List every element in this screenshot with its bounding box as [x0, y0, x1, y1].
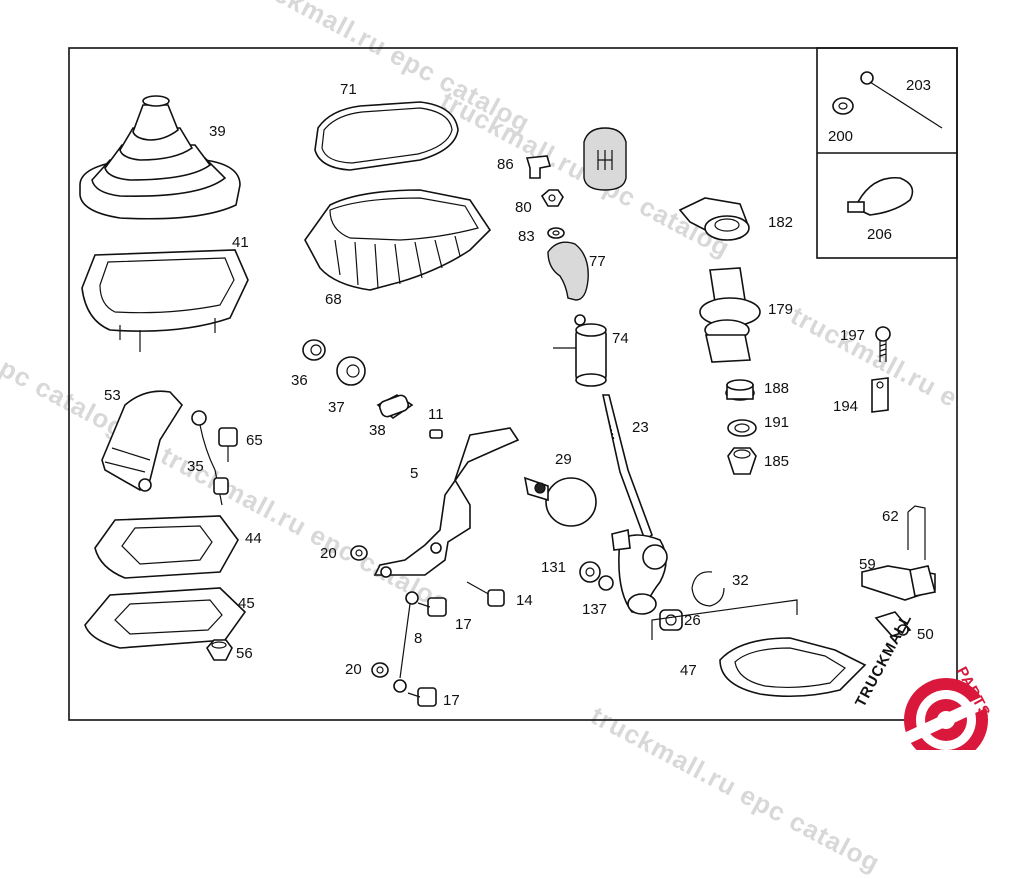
- label-20-lower: 20: [345, 661, 362, 678]
- part-32-circlip: [691, 571, 725, 607]
- part-62-bracket: [907, 505, 926, 560]
- part-26-bushing: [659, 609, 683, 631]
- part-17-bolt-upper: [417, 597, 447, 617]
- logo-gear-icon: [903, 678, 989, 750]
- part-197-screw: [875, 326, 891, 362]
- label-14: 14: [516, 592, 533, 609]
- part-39-gear-boot: [79, 95, 241, 220]
- part-8-cable: [393, 591, 419, 693]
- part-56-nut: [206, 639, 233, 661]
- label-17-lower: 17: [443, 692, 460, 709]
- part-83-washer: [547, 227, 565, 239]
- label-37: 37: [328, 399, 345, 416]
- label-62: 62: [882, 508, 899, 525]
- label-44: 44: [245, 530, 262, 547]
- part-14-bolt: [466, 581, 505, 607]
- label-59: 59: [859, 556, 876, 573]
- label-45: 45: [238, 595, 255, 612]
- part-80-nut: [540, 189, 564, 207]
- label-32: 32: [732, 572, 749, 589]
- part-68-housing: [304, 189, 492, 291]
- part-23-rod: [602, 394, 653, 542]
- label-36: 36: [291, 372, 308, 389]
- part-185-nut: [727, 447, 757, 475]
- part-206-strap: [847, 177, 914, 216]
- part-65-bolt: [218, 427, 238, 462]
- part-131-washer: [579, 561, 601, 583]
- label-41: 41: [232, 234, 249, 251]
- part-200-clip: [832, 97, 854, 115]
- part-71-seal: [314, 101, 459, 171]
- label-83: 83: [518, 228, 535, 245]
- part-191-ring: [727, 419, 757, 437]
- part-188-bushing: [725, 379, 755, 401]
- part-41-boot-frame: [81, 249, 249, 352]
- label-20-upper: 20: [320, 545, 337, 562]
- label-65: 65: [246, 432, 263, 449]
- label-200: 200: [828, 128, 854, 145]
- label-197: 197: [840, 327, 866, 344]
- part-45-plate: [84, 587, 247, 649]
- label-8: 8: [414, 630, 423, 647]
- part-38-bushing: [376, 394, 414, 420]
- part-29-ball-joint: [523, 476, 597, 527]
- part-37-bearing: [336, 356, 366, 386]
- label-29: 29: [555, 451, 572, 468]
- label-179: 179: [768, 301, 794, 318]
- label-86: 86: [497, 156, 514, 173]
- label-35: 35: [187, 458, 204, 475]
- part-77-lever: [547, 241, 589, 301]
- label-137: 137: [582, 601, 608, 618]
- label-38: 38: [369, 422, 386, 439]
- part-36-bearing: [302, 339, 326, 361]
- label-68: 68: [325, 291, 342, 308]
- label-53: 53: [104, 387, 121, 404]
- label-188: 188: [764, 380, 790, 397]
- group-bracket: [651, 599, 798, 640]
- part-59-clamp: [861, 565, 936, 601]
- label-191: 191: [764, 414, 790, 431]
- part-17-bolt-lower: [407, 687, 437, 707]
- part-194-bracket: [871, 377, 889, 413]
- shift-fork-body: [611, 529, 668, 615]
- label-56: 56: [236, 645, 253, 662]
- label-80: 80: [515, 199, 532, 216]
- part-20-washer-upper: [350, 545, 368, 561]
- label-71: 71: [340, 81, 357, 98]
- diagram-frame: [68, 47, 958, 721]
- shift-knob: [583, 127, 627, 191]
- part-5-lever-bracket: [373, 427, 520, 578]
- part-47-plate: [719, 637, 867, 698]
- label-5: 5: [410, 465, 419, 482]
- part-44-gasket: [94, 515, 239, 579]
- label-203: 203: [906, 77, 932, 94]
- part-53-cover: [101, 390, 184, 492]
- label-47: 47: [680, 662, 697, 679]
- label-50: 50: [917, 626, 934, 643]
- part-35-sensor: [191, 410, 229, 506]
- label-185: 185: [764, 453, 790, 470]
- label-23: 23: [632, 419, 649, 436]
- label-77: 77: [589, 253, 606, 270]
- part-203-tie: [860, 71, 943, 129]
- label-206: 206: [867, 226, 893, 243]
- part-86-key: [525, 155, 552, 179]
- part-11-cap: [429, 429, 443, 439]
- label-11: 11: [428, 406, 444, 423]
- label-17-upper: 17: [455, 616, 472, 633]
- label-131: 131: [541, 559, 567, 576]
- parts-diagram: [68, 47, 989, 750]
- part-182-bracket: [678, 197, 750, 241]
- label-39: 39: [209, 123, 226, 140]
- label-26: 26: [684, 612, 701, 629]
- part-50-clip: [874, 611, 912, 637]
- part-20-washer-lower: [371, 662, 389, 678]
- part-179-switch: [699, 267, 761, 363]
- label-182: 182: [768, 214, 794, 231]
- label-74: 74: [612, 330, 629, 347]
- part-74-mechanism: [553, 314, 607, 387]
- label-194: 194: [833, 398, 859, 415]
- part-137-washer: [598, 575, 614, 591]
